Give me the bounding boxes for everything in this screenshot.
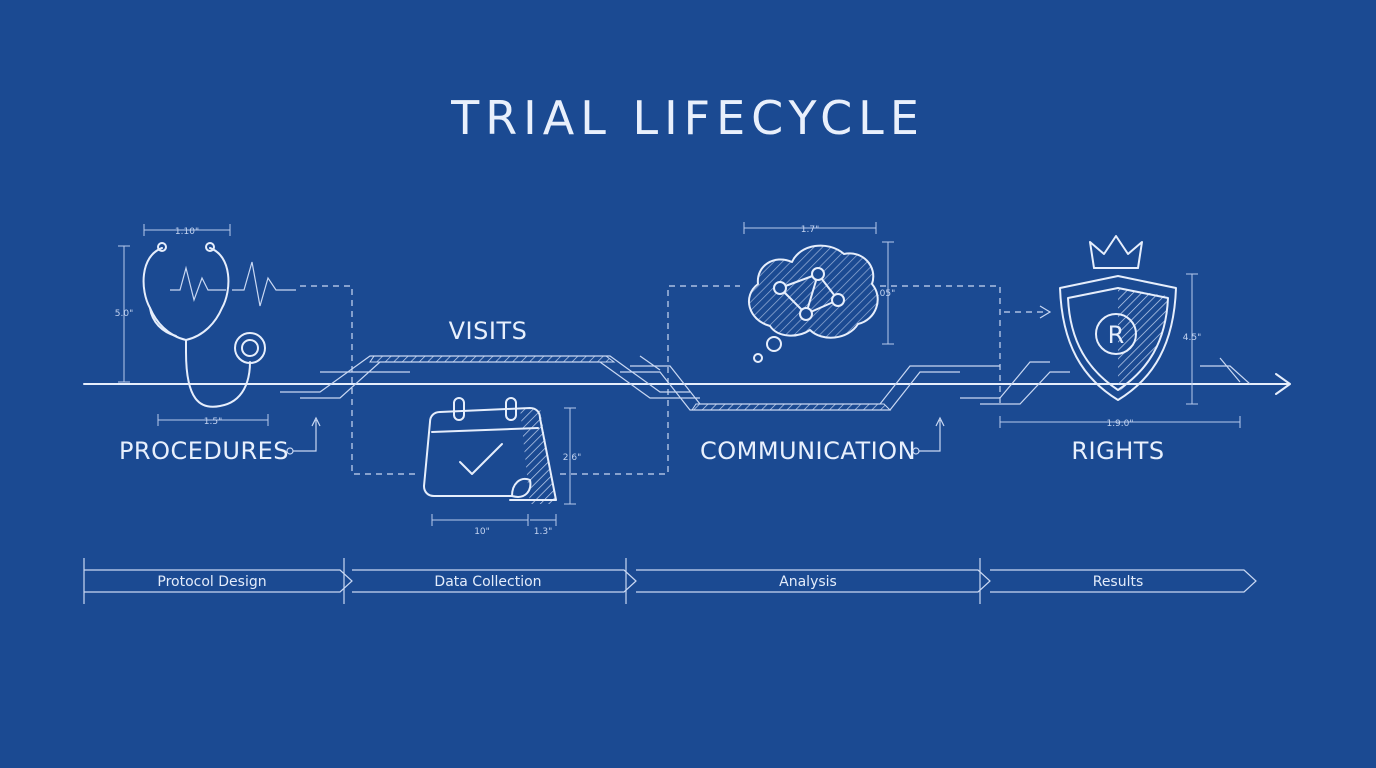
phase-arrow: Protocol Design	[83, 558, 353, 604]
calendar-check-icon	[423, 397, 557, 504]
dimension-label: 1.5"	[204, 417, 222, 427]
crowned-shield-registered-icon: R	[1059, 235, 1177, 401]
dimension-label: 1.3"	[534, 527, 552, 537]
dimension-label: 1.7"	[801, 225, 819, 235]
visits-dimensions: 10" 1.3" 2.6"	[431, 407, 581, 537]
dimension-label: 5.0"	[115, 309, 133, 319]
dimension-label: 10"	[474, 527, 490, 537]
communication-callout	[912, 416, 945, 455]
procedures-dimensions: 1.10" 5.0" 1.5"	[115, 224, 269, 427]
dashed-connectors	[300, 285, 1052, 475]
diagram-title: TRIAL LIFECYCLE	[450, 91, 925, 145]
phase-arrow: Data Collection	[343, 558, 637, 604]
phase-label-protocol-design: Protocol Design	[157, 574, 266, 590]
stage-label-rights: RIGHTS	[1071, 437, 1164, 465]
phase-bar: Protocol Design Data Collection Analysis…	[83, 558, 1257, 604]
stage-label-visits: VISITS	[449, 317, 528, 345]
dimension-label: 4.5"	[1183, 333, 1201, 343]
stage-label-procedures: PROCEDURES	[119, 437, 289, 465]
timeline-track	[280, 355, 1251, 411]
phase-arrow: Results	[979, 558, 1257, 604]
thought-cloud-network-icon	[748, 244, 879, 363]
dimension-label: .05"	[877, 289, 895, 299]
registered-mark: R	[1108, 321, 1125, 349]
timeline	[83, 373, 1291, 395]
rights-dimensions: 4.5" 1.9.0"	[999, 273, 1241, 429]
dimension-label: 1.9.0"	[1106, 419, 1133, 429]
phase-arrow: Analysis	[625, 558, 991, 604]
phase-label-data-collection: Data Collection	[434, 574, 541, 590]
dimension-label: 2.6"	[563, 453, 581, 463]
stethoscope-icon	[142, 242, 296, 408]
communication-dimensions: 1.7" .05"	[743, 222, 895, 345]
dimension-label: 1.10"	[175, 227, 199, 237]
phase-label-analysis: Analysis	[779, 574, 837, 590]
phase-label-results: Results	[1093, 574, 1144, 590]
procedures-callout	[286, 416, 321, 455]
stage-label-communication: COMMUNICATION	[700, 437, 916, 465]
